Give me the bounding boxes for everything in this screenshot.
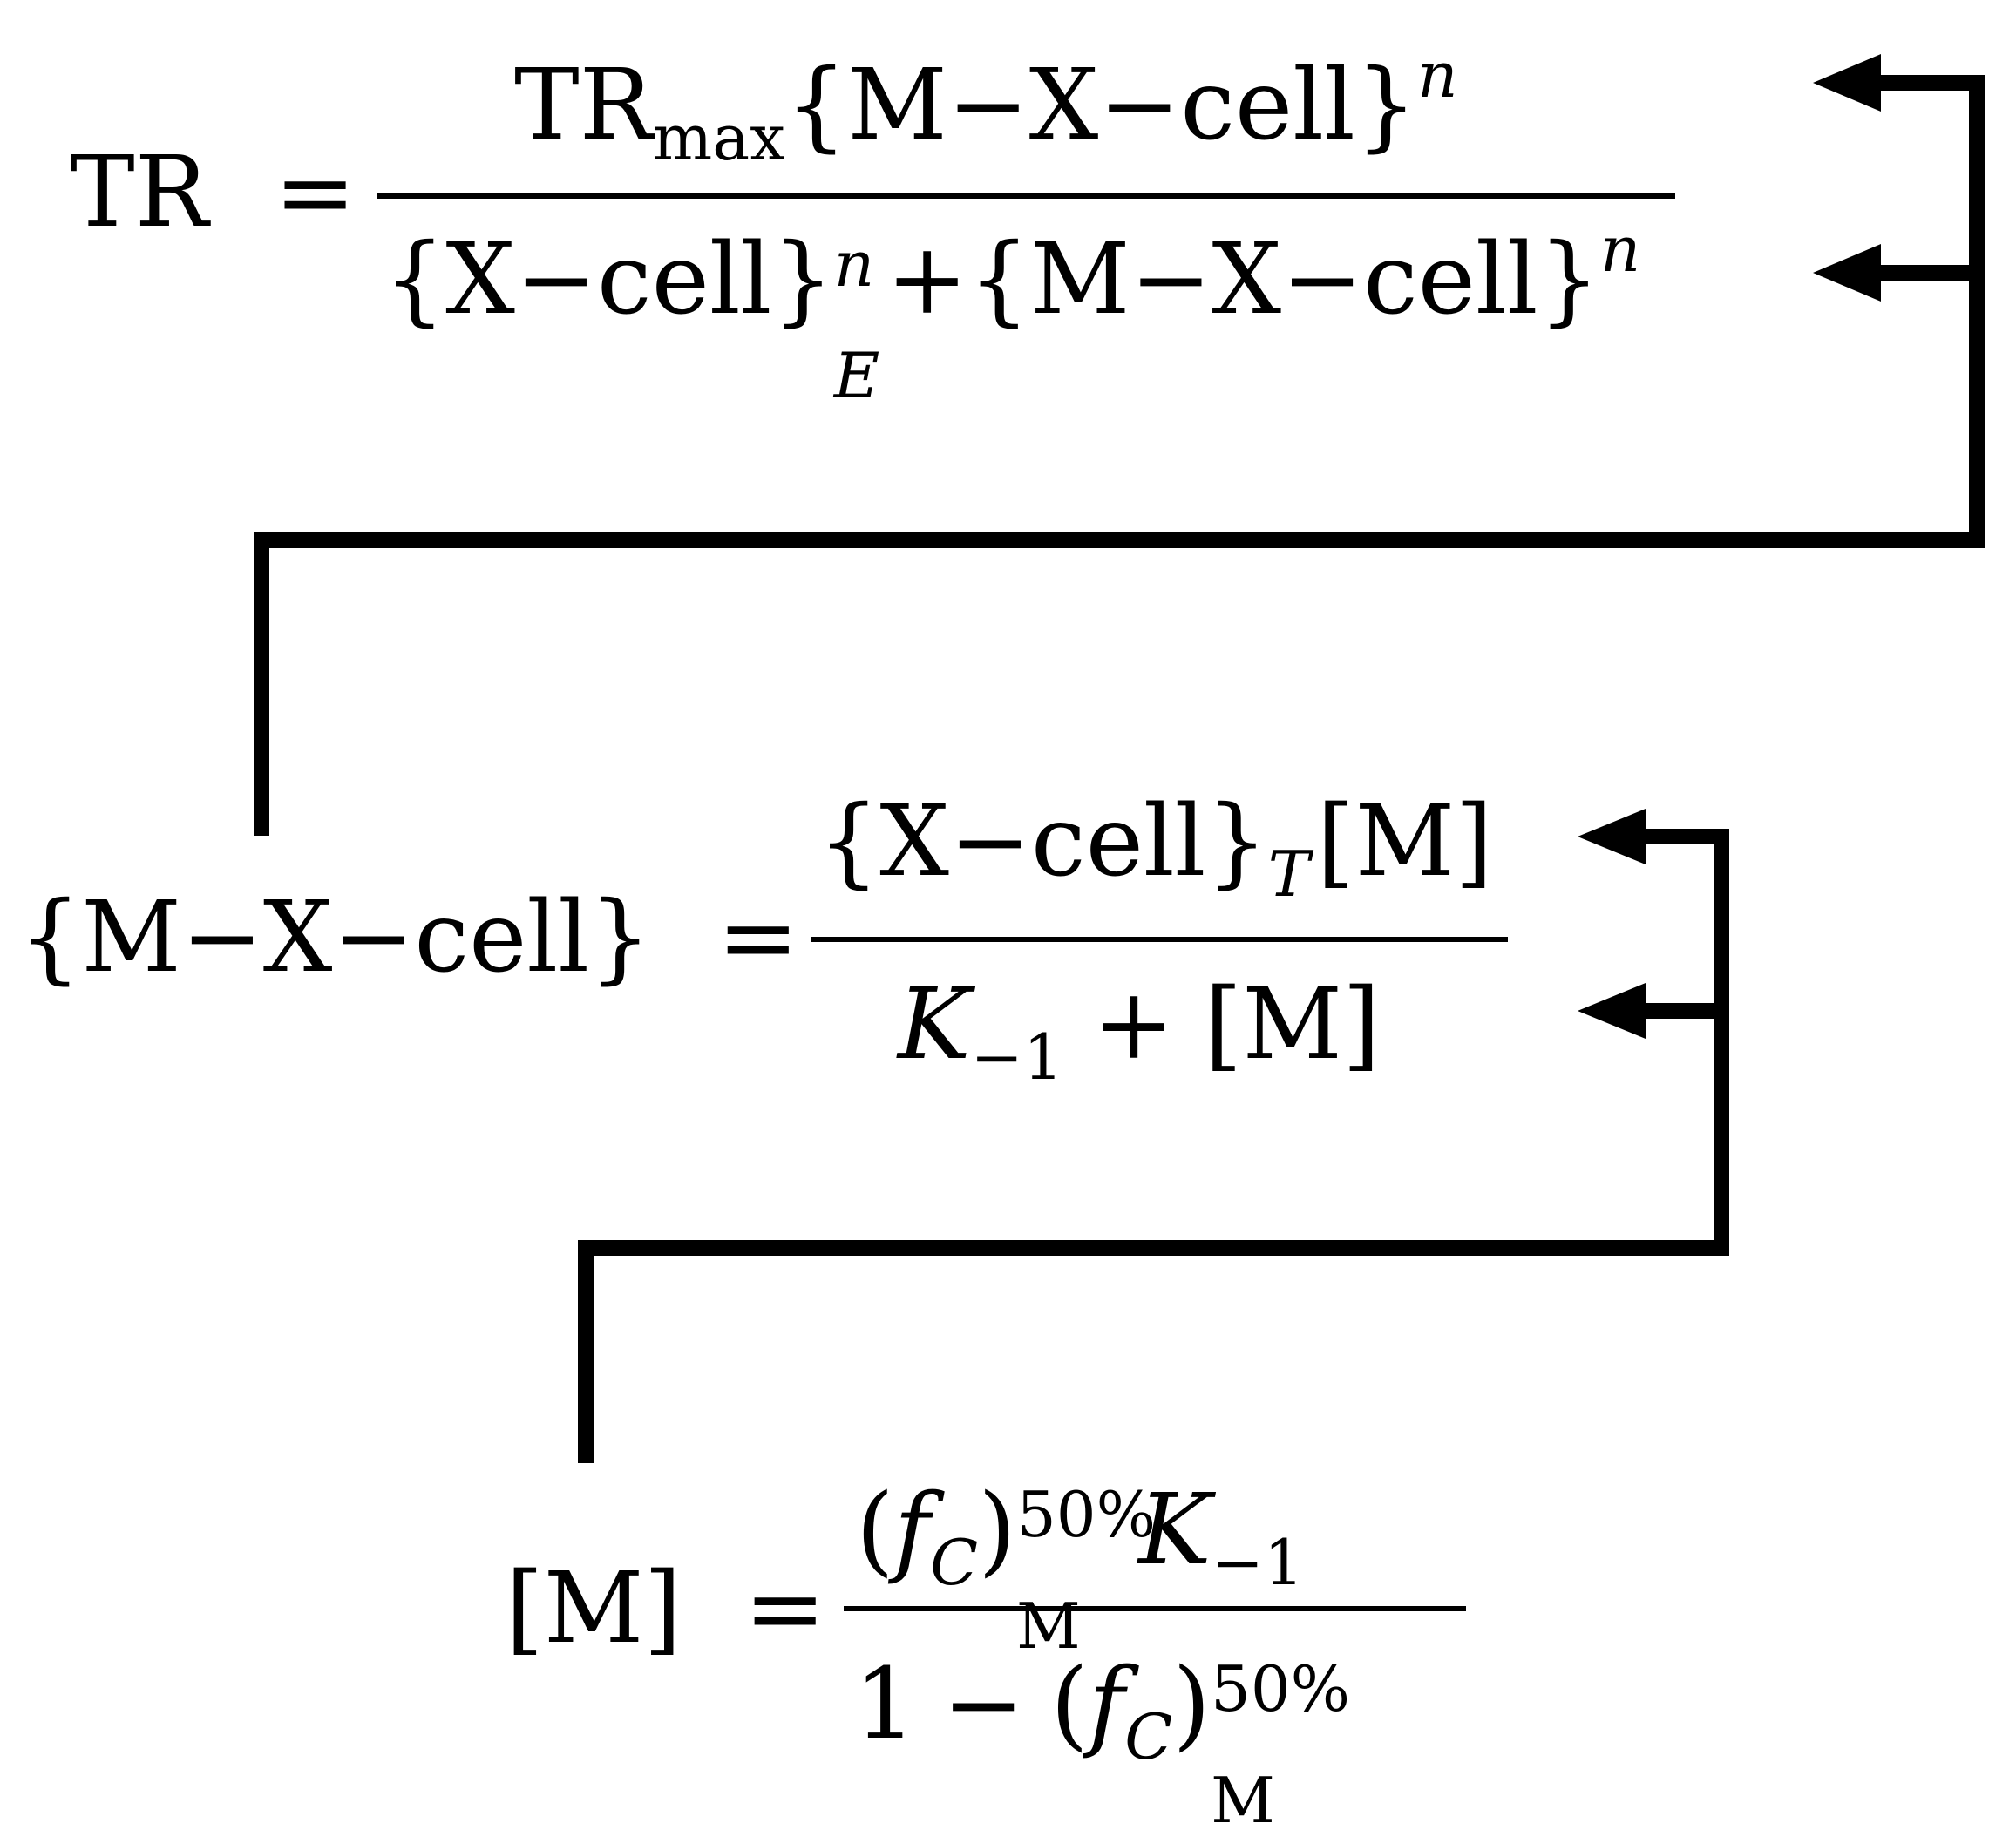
- arrowhead-tr-denominator: [1813, 244, 1881, 302]
- m-den-open: (: [1050, 1648, 1089, 1761]
- m-num-sub: M: [1015, 1590, 1081, 1663]
- m-den-one: 1: [854, 1648, 917, 1761]
- tr-num-exp: n: [1417, 38, 1458, 112]
- tr-num-base: TR: [514, 49, 654, 162]
- mx-lhs-text: {M−X−cell}: [19, 881, 652, 994]
- tr-equals: =: [274, 136, 356, 249]
- m-num-f: f: [893, 1474, 931, 1587]
- m-denominator: 1−(fC)50%M: [854, 1656, 1350, 1832]
- m-den-f-sub: C: [1124, 1700, 1173, 1773]
- mx-equals: =: [716, 881, 799, 994]
- m-num-sup: 50%: [1015, 1478, 1156, 1551]
- tr-num-sub: max: [653, 101, 785, 174]
- connector-mx-to-tr: [254, 75, 1985, 836]
- m-num-f-sub: C: [930, 1526, 979, 1599]
- mx-den-k-sub: −1: [970, 1020, 1063, 1094]
- tr-den-term2-exp: n: [1599, 213, 1641, 286]
- m-lhs-text: [M]: [506, 1552, 682, 1665]
- connector-m-to-mx-path: [578, 829, 1729, 1463]
- tr-den-term1-sup: n: [833, 227, 875, 301]
- tr-den-term1-sub: E: [833, 339, 880, 412]
- mx-denominator: K−1+[M]: [898, 976, 1381, 1088]
- tr-den-term1: {X−cell}: [384, 223, 834, 336]
- mx-den-tail: [M]: [1204, 968, 1381, 1081]
- tr-num-body: {M−X−cell}: [784, 49, 1418, 162]
- tr-den-term2: {M−X−cell}: [967, 223, 1600, 336]
- m-num-close: ): [978, 1474, 1016, 1587]
- tr-fraction-bar: [377, 193, 1675, 199]
- mx-den-plus: +: [1092, 968, 1175, 1081]
- m-num-k-sub: −1: [1211, 1526, 1304, 1599]
- connector-mx-to-tr-path: [254, 75, 1985, 836]
- arrowhead-tr-numerator: [1813, 54, 1881, 112]
- m-equals: =: [743, 1552, 826, 1665]
- tr-numerator: TRmax{M−X−cell}n: [514, 44, 1457, 169]
- mx-fraction-bar: [811, 937, 1508, 942]
- arrowhead-mx-denominator: [1578, 983, 1646, 1039]
- m-den-minus: −: [942, 1648, 1025, 1761]
- mx-lhs: {M−X−cell} =: [19, 889, 799, 986]
- mx-num-sub: T: [1267, 837, 1310, 911]
- m-lhs: [M] =: [506, 1560, 826, 1657]
- mx-num-body: {X−cell}: [818, 785, 1268, 898]
- mx-num-tail: [M]: [1316, 785, 1493, 898]
- tr-den-plus: +: [886, 223, 968, 336]
- m-den-f: f: [1088, 1648, 1125, 1761]
- m-num-k: K: [1137, 1474, 1212, 1587]
- tr-lhs: TR =: [70, 144, 356, 241]
- mx-numerator: {X−cell}T[M]: [818, 793, 1493, 905]
- m-den-sup: 50%: [1211, 1652, 1351, 1725]
- connector-m-to-mx: [578, 829, 1729, 1463]
- m-fraction-bar: [844, 1606, 1466, 1611]
- tr-lhs-text: TR: [70, 136, 209, 249]
- m-num-open: (: [856, 1474, 894, 1587]
- arrowhead-mx-numerator: [1578, 809, 1646, 864]
- mx-den-k: K: [898, 968, 971, 1081]
- m-den-close: ): [1172, 1648, 1212, 1761]
